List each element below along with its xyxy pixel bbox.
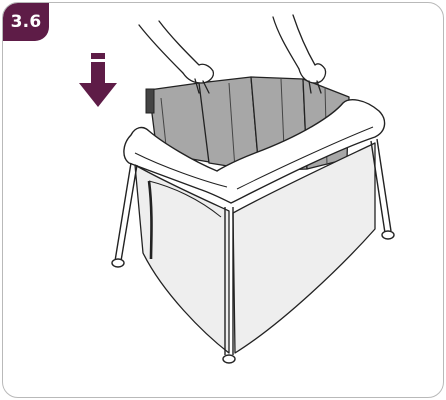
- hands-illustration: [138, 14, 327, 94]
- travel-cot-illustration: [79, 14, 395, 364]
- cot-legs: [111, 138, 395, 364]
- cot-top-rim: [123, 99, 386, 204]
- step-number-badge: 3.6: [3, 3, 49, 41]
- front-mesh-panel: [134, 164, 230, 354]
- side-mesh-panel: [232, 142, 376, 354]
- arrow-down-icon: [79, 53, 117, 107]
- left-rim-stub: [145, 88, 155, 114]
- step-number: 3.6: [10, 12, 42, 32]
